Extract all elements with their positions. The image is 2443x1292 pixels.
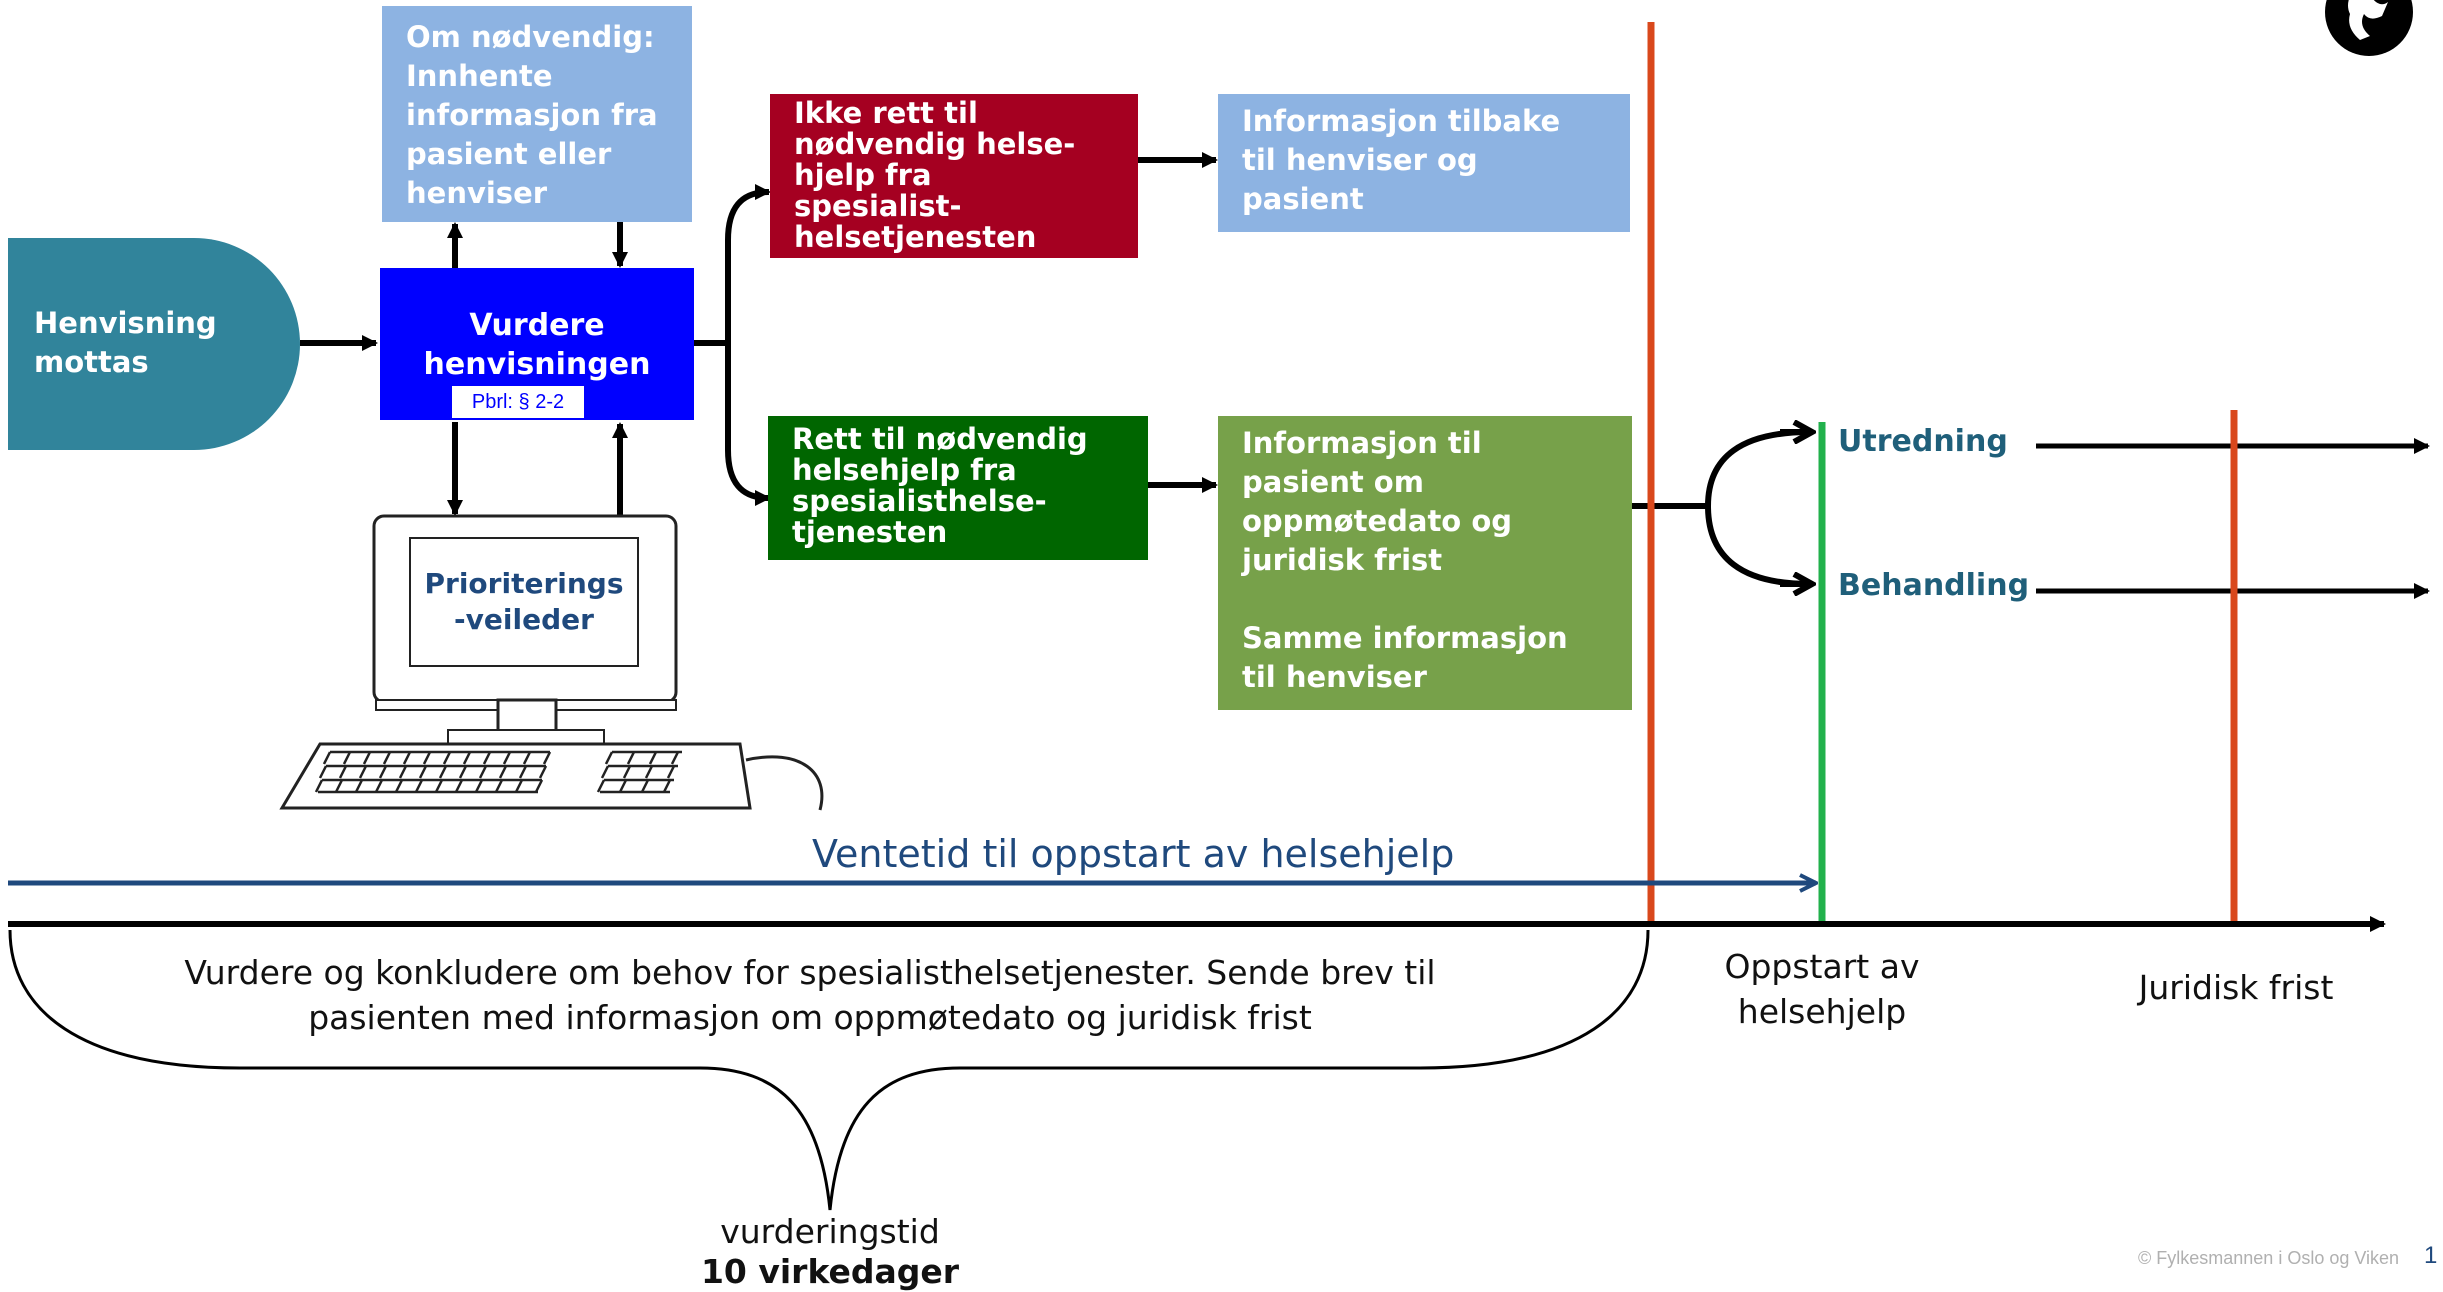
info-pasient-box: Informasjon til pasient om oppmøtedato o… [1218, 416, 1632, 710]
innhente-info-box: Om nødvendig: Innhente informasjon fra p… [382, 6, 692, 222]
curly-brace [8, 929, 1650, 1211]
copyright-text: © Fylkesmannen i Oslo og Viken [2138, 1248, 2400, 1268]
info-tilbake-label: Informasjon tilbake til henviser og pasi… [1242, 104, 1561, 216]
vurdere-konkludere-text: Vurdere og konkludere om behov for spesi… [184, 953, 1436, 1037]
info-pasient-label: Informasjon til pasient om oppmøtedato o… [1242, 426, 1568, 694]
rett-box: Rett til nødvendig helsehjelp fra spesia… [768, 416, 1148, 560]
prioriteringsveileder-label: Prioriterings -veileder [424, 567, 624, 636]
innhente-info-label: Om nødvendig: Innhente informasjon fra p… [406, 20, 658, 210]
keyboard-keys [314, 750, 682, 794]
vurderingstid-label: vurderingstid [720, 1212, 940, 1251]
henvisning-mottas-label: Henvisning mottas [34, 306, 217, 379]
pbrl-label: Pbrl: § 2-2 [471, 391, 565, 413]
info-tilbake-box: Informasjon tilbake til henviser og pasi… [1218, 94, 1630, 232]
oppstart-label: Oppstart av helsehjelp [1724, 947, 1920, 1031]
page-number: 1 [2424, 1242, 2438, 1269]
behandling-label: Behandling [1838, 568, 2030, 603]
rett-label: Rett til nødvendig helsehjelp fra spesia… [792, 422, 1088, 549]
ikke-rett-box: Ikke rett til nødvendig helse- hjelp fra… [770, 94, 1138, 258]
utredning-label: Utredning [1838, 424, 2008, 459]
henvisning-mottas-node: Henvisning mottas [8, 238, 300, 450]
vurdere-henvisningen-label: Vurdere henvisningen [423, 308, 651, 382]
vurdere-henvisningen-box: Vurdere henvisningen [380, 268, 694, 420]
ventetid-label: Ventetid til oppstart av helsehjelp [812, 832, 1455, 876]
split-bracket [725, 189, 769, 501]
pbrl-badge: Pbrl: § 2-2 [452, 386, 584, 418]
juridisk-frist-label: Juridisk frist [2138, 968, 2334, 1007]
ikke-rett-label: Ikke rett til nødvendig helse- hjelp fra… [794, 96, 1076, 254]
virkedager-label: 10 virkedager [700, 1252, 960, 1291]
branch-bracket [1704, 429, 1811, 587]
coat-of-arms-icon [2325, 0, 2413, 56]
